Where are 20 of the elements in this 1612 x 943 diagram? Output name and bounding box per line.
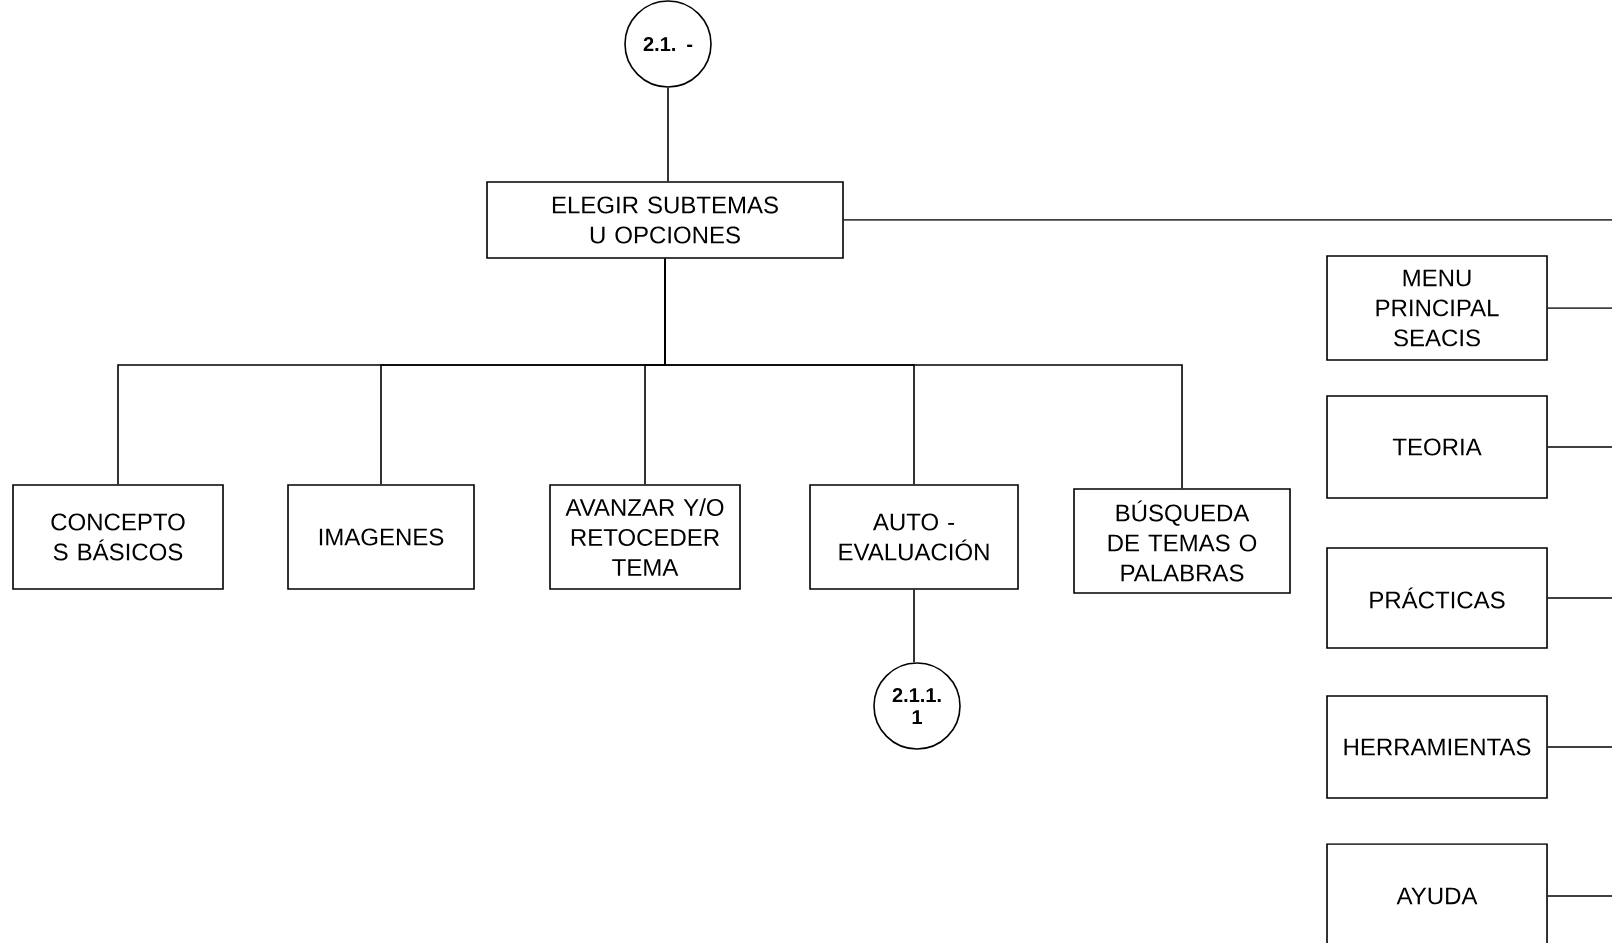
process-box: AUTO - EVALUACIÓN: [809, 484, 1019, 590]
connector-line: [1547, 895, 1612, 897]
process-box: TEORIA: [1326, 395, 1548, 499]
connector-line: [1547, 307, 1612, 309]
connector-line: [1547, 746, 1612, 748]
process-box: AYUDA: [1326, 843, 1548, 943]
process-box: CONCEPTO S BÁSICOS: [12, 484, 224, 590]
process-box: ELEGIR SUBTEMAS U OPCIONES: [486, 181, 844, 259]
process-box: PRÁCTICAS: [1326, 547, 1548, 649]
process-box: MENU PRINCIPAL SEACIS: [1326, 255, 1548, 361]
connector-line: [667, 87, 669, 182]
process-box: IMAGENES: [287, 484, 475, 590]
connector-line: [1547, 446, 1612, 448]
connector-line: [843, 219, 1612, 221]
process-box: BÚSQUEDA DE TEMAS O PALABRAS: [1073, 488, 1291, 594]
process-box: AVANZAR Y/O RETOCEDER TEMA: [549, 484, 741, 590]
connector-line: [913, 589, 915, 663]
connector-line: [664, 258, 1183, 489]
process-box: HERRAMIENTAS: [1326, 695, 1548, 799]
connector-line: [1547, 597, 1612, 599]
